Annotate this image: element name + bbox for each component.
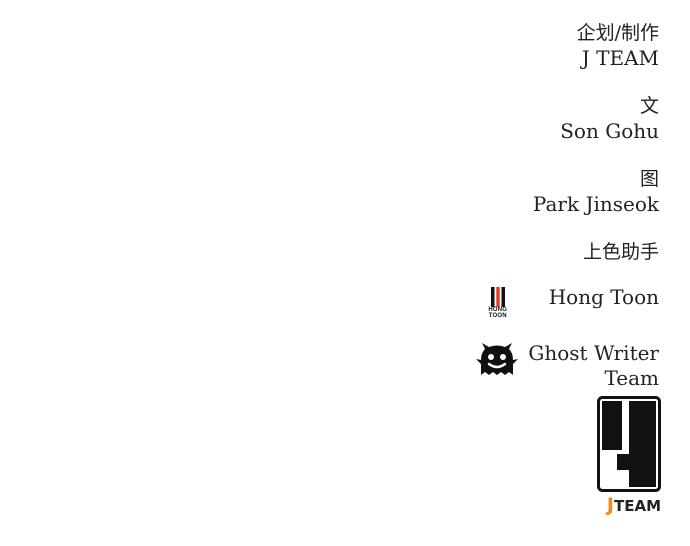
credit-art: 图 Park Jinseok [359, 166, 659, 217]
credit-name-story: Son Gohu [560, 119, 659, 143]
credit-story: 文 Son Gohu [359, 93, 659, 144]
hong-toon-icon [490, 287, 505, 307]
credit-planning: 企划/制作 J TEAM [359, 20, 659, 71]
hong-toon-logo: HONG TOON [483, 287, 513, 319]
hong-logo-text-bottom: TOON [488, 313, 507, 319]
hong-logo-text-top: HONG [488, 307, 508, 313]
studio-ghost-writer: Ghost Writer Team [359, 341, 659, 391]
studio-hong-toon: HONG TOON Hong Toon [359, 285, 659, 319]
role-label-story: 文 [639, 95, 659, 117]
jteam-wordmark: JTEAM [607, 494, 661, 516]
studio-name-ghost-writer: Ghost Writer Team [528, 341, 659, 391]
jteam-emblem-icon [597, 396, 661, 492]
ghost-writer-icon [476, 343, 519, 375]
credits-panel: 企划/制作 J TEAM 文 Son Gohu 图 Park Jinseok 上… [359, 20, 659, 391]
jteam-logo: JTEAM [597, 396, 661, 518]
credit-name-planning: J TEAM [581, 46, 659, 70]
role-label-planning: 企划/制作 [576, 22, 659, 44]
role-label-coloring: 上色助手 [582, 241, 659, 263]
studio-name-ghost-writer-line2: Team [604, 366, 659, 390]
studio-name-ghost-writer-line1: Ghost Writer [528, 341, 659, 365]
credit-name-art: Park Jinseok [532, 192, 659, 216]
jteam-letter: J [606, 494, 614, 516]
credit-coloring: 上色助手 [359, 239, 659, 265]
studio-name-hong-toon: Hong Toon [548, 285, 659, 309]
role-label-art: 图 [639, 168, 659, 190]
jteam-word: TEAM [613, 497, 661, 515]
